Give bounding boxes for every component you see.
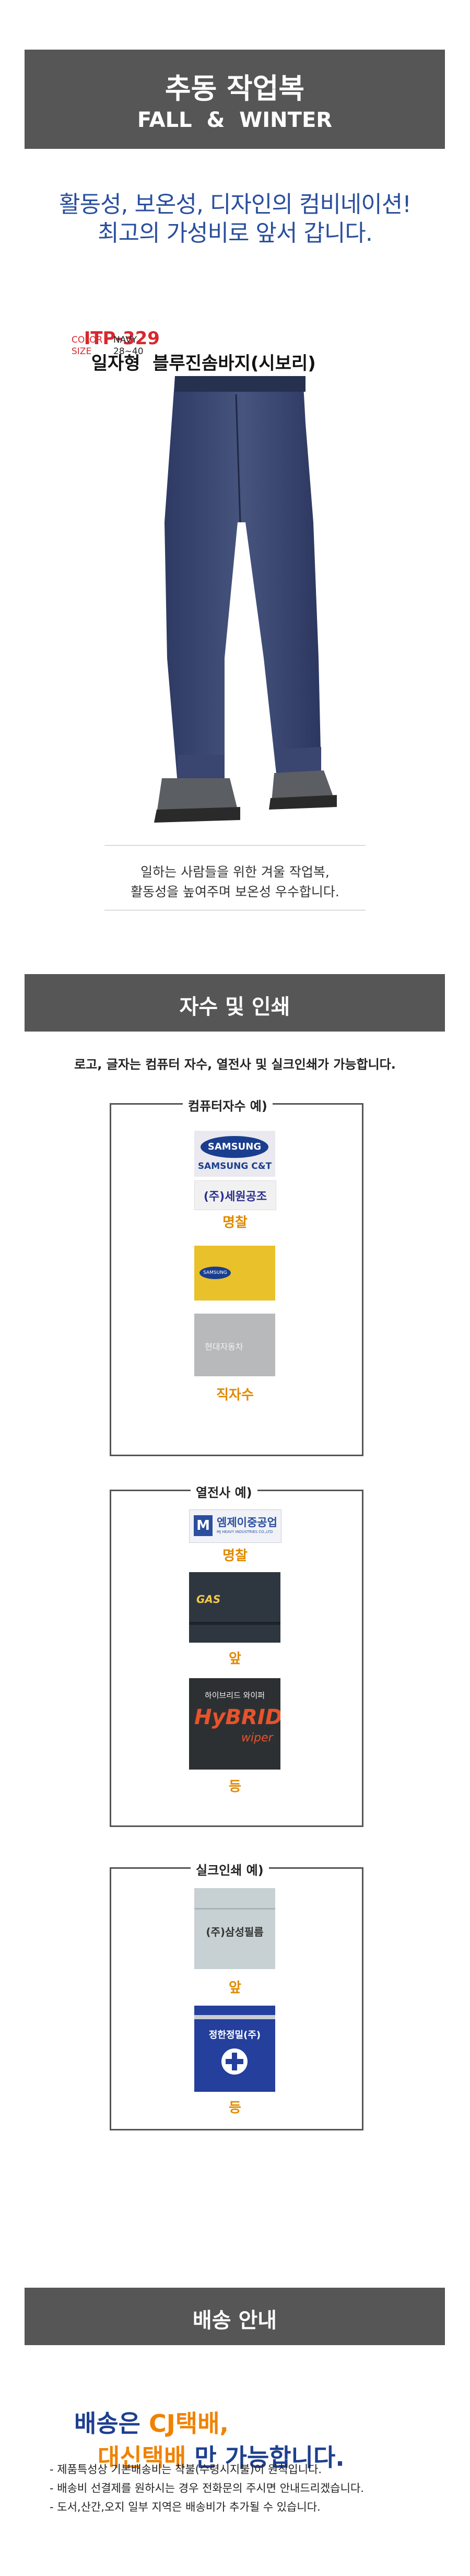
mj-logo-icon: M	[194, 1515, 213, 1536]
gas-logo: GAS	[196, 1593, 221, 1606]
title-korean: 추동 작업복	[164, 72, 305, 105]
product-spec: COLOR NAVY SIZE 28~40	[72, 334, 144, 357]
shipping-line-1: 배송은 CJ택배,	[57, 2376, 229, 2439]
samsung-logo: SAMSUNG	[201, 1136, 268, 1158]
slogan-line-2: 최고의 가성비로 앞서 갑니다.	[98, 220, 373, 247]
caption-name-tag-2: 명찰	[222, 1548, 248, 1564]
silk-print-label: 실크인쇄 예)	[191, 1860, 269, 1878]
caption-name-tag-1: 명찰	[222, 1215, 248, 1231]
caption-back-2: 등	[229, 2100, 241, 2116]
embroidery-banner: 자수 및 인쇄	[25, 974, 445, 1032]
shipping-note-3: - 도서,산간,오지 일부 지역은 배송비가 추가될 수 있습니다.	[50, 2501, 321, 2513]
size-label: SIZE	[72, 346, 92, 357]
product-desc-1: 일하는 사람들을 위한 겨울 작업복,	[140, 864, 330, 880]
caption-back-1: 등	[229, 1779, 241, 1795]
product-code: ITP-329	[84, 328, 160, 349]
hybrid-text: HyBRID	[194, 1705, 280, 1729]
divider-top	[104, 845, 366, 846]
hybrid-korean-text: 하이브리드 와이퍼	[204, 1691, 265, 1700]
product-title: ITP-329 일자형 블루진솜바지(시보리)	[72, 307, 316, 374]
header-banner: 추동 작업복 FALL & WINTER	[25, 50, 445, 149]
caption-direct-embroidery: 직자수	[216, 1387, 254, 1403]
color-value: NAVY	[113, 335, 137, 345]
silk-back-text: 정한정밀(주)	[208, 2030, 261, 2041]
heat-transfer-label: 열전사 예)	[191, 1482, 257, 1501]
yellow-fabric-sample: SAMSUNG	[194, 1246, 275, 1301]
grey-fabric-sample: 현대자동차	[194, 1314, 275, 1376]
sewon-text: (주)세원공조	[203, 1190, 267, 1203]
yellow-samsung-logo: SAMSUNG	[199, 1267, 231, 1279]
caption-front-2: 앞	[229, 1980, 241, 1996]
shipping-prefix: 배송은	[74, 2409, 149, 2438]
silk-back-sample: 정한정밀(주)	[194, 2006, 275, 2092]
shipping-suffix: 만 가능합니다.	[186, 2443, 345, 2472]
patch-mj-heavy: M 엠제이중공업 MJ HEAVY INDUSTRIES CO.,LTD	[189, 1509, 281, 1543]
shipping-title: 배송 안내	[192, 2309, 277, 2333]
cj-courier: CJ택배,	[149, 2409, 229, 2438]
shipping-note-2: - 배송비 선결제를 원하시는 경우 전화문의 주시면 안내드리겠습니다.	[50, 2482, 364, 2495]
caption-front-1: 앞	[229, 1651, 241, 1667]
shipping-line-2: 대신택배 만 가능합니다.	[81, 2410, 345, 2473]
front-seam	[189, 1622, 280, 1625]
size-value: 28~40	[113, 346, 144, 357]
shipping-banner: 배송 안내	[25, 2288, 445, 2345]
title-english: FALL & WINTER	[137, 108, 333, 132]
grey-logo-text: 현대자동차	[205, 1342, 243, 1352]
silk-front-sample: (주)삼성필름	[194, 1888, 275, 1969]
product-photo-pants	[154, 376, 337, 823]
computer-embroidery-label: 컴퓨터자수 예)	[183, 1096, 273, 1114]
wiper-text: wiper	[241, 1731, 273, 1744]
shipping-note-1: - 제품특성상 기본배송비는 착불(수령시지불)이 원칙입니다.	[50, 2463, 322, 2476]
silk-front-text: (주)삼성필름	[206, 1926, 264, 1938]
patch-sewon: (주)세원공조	[194, 1180, 276, 1210]
cross-emblem-icon	[221, 2048, 248, 2075]
mj-name-text: 엠제이중공업	[217, 1516, 277, 1529]
product-desc-2: 활동성을 높여주며 보온성 우수합니다.	[131, 884, 339, 899]
front-print-sample: GAS	[189, 1572, 280, 1643]
back-print-sample: 하이브리드 와이퍼 HyBRID wiper	[189, 1678, 280, 1770]
embroidery-title: 자수 및 인쇄	[179, 995, 290, 1019]
slogan-line-1: 활동성, 보온성, 디자인의 컴비네이션!	[59, 191, 412, 218]
samsung-ct-text: SAMSUNG C&T	[197, 1161, 272, 1172]
mj-sub-text: MJ HEAVY INDUSTRIES CO.,LTD	[217, 1530, 273, 1534]
color-label: COLOR	[72, 335, 103, 345]
reflective-stripe	[194, 2015, 275, 2019]
patch-samsung: SAMSUNG SAMSUNG C&T	[194, 1131, 275, 1177]
daesin-courier: 대신택배	[98, 2443, 186, 2472]
embroidery-intro: 로고, 글자는 컴퓨터 자수, 열전사 및 실크인쇄가 가능합니다.	[74, 1057, 396, 1072]
product-name: 일자형 블루진솜바지(시보리)	[91, 353, 316, 374]
front-pocket-line	[194, 1908, 275, 1910]
